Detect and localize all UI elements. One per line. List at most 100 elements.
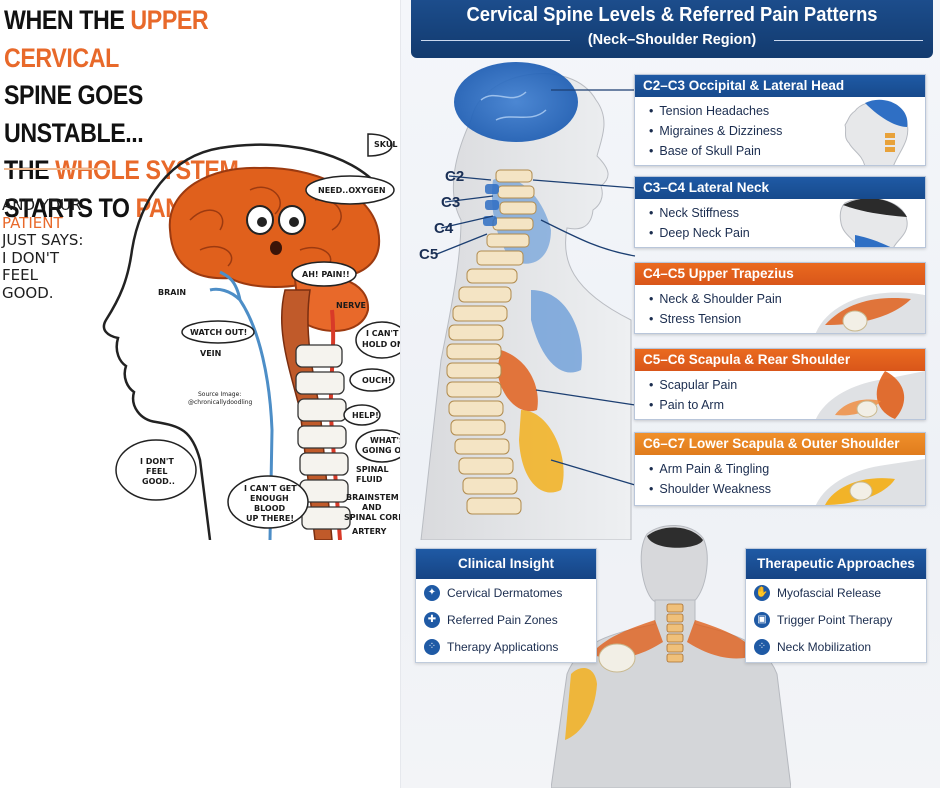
leader-c4-c5	[540, 219, 636, 257]
label-nerve: NERVE	[336, 301, 366, 310]
therapy-item: ⁘Neck Mobilization	[746, 633, 926, 660]
card-item: Base of Skull Pain	[649, 141, 925, 161]
subtitle-row: (Neck–Shoulder Region)	[411, 30, 933, 50]
label-help: HELP!	[352, 411, 379, 420]
bubble-ouch	[349, 368, 395, 392]
leader-c3-c4	[532, 179, 636, 189]
hands-icon: ✋	[754, 584, 770, 601]
title-bar: Cervical Spine Levels & Referred Pain Pa…	[411, 0, 933, 58]
card-title: C5–C6 Scapula & Rear Shoulder	[635, 349, 925, 371]
label-source-1: Source Image:	[198, 391, 241, 398]
label-brainstem-1: BRAINSTEM	[346, 493, 399, 502]
subtext: AND YOUR PATIENT JUST SAYS: I DON'T FEEL…	[2, 196, 84, 302]
scapula-zone-yellow	[519, 410, 564, 493]
spine-anatomy-illustration	[420, 62, 636, 540]
card-item: Shoulder Weakness	[649, 479, 925, 499]
card-title: C2–C3 Occipital & Lateral Head	[635, 75, 925, 97]
card-title: C4–C5 Upper Trapezius	[635, 263, 925, 285]
label-brainstem-2: AND	[362, 503, 382, 512]
leader-c6-c7	[550, 459, 636, 486]
divider	[4, 168, 110, 170]
headline: WHEN THE UPPER CERVICAL SPINE GOES UNSTA…	[4, 5, 239, 223]
outer-shoulder-thumbnail	[816, 459, 925, 505]
label-spinal-fluid-1: SPINAL	[356, 465, 389, 474]
card-item: Deep Neck Pain	[649, 223, 925, 243]
bubble-skull	[367, 133, 393, 157]
bubble-cant-hold	[355, 321, 400, 359]
label-whats-1: WHAT'S	[370, 436, 400, 445]
compass-icon: ✦	[424, 584, 440, 601]
label-cant-hold-1: I CAN'T	[366, 329, 399, 338]
therapeutic-approaches-title: Therapeutic Approaches	[746, 549, 926, 579]
headline-highlight: UPPER CERVICAL	[4, 5, 209, 73]
label-dont-feel-3: GOOD..	[142, 477, 175, 486]
card-item: Arm Pain & Tingling	[649, 459, 925, 479]
card-title: C6–C7 Lower Scapula & Outer Shoulder	[635, 433, 925, 455]
upper-trapezius-thumbnail	[815, 292, 925, 333]
label-brain: BRAIN	[158, 288, 186, 297]
label-blood-1: I CAN'T GET	[244, 484, 297, 493]
card-title: C3–C4 Lateral Neck	[635, 177, 925, 199]
clinical-item: ✦Cervical Dermatomes	[416, 579, 596, 606]
card-c4-c5: C4–C5 Upper Trapezius Neck & Shoulder Pa…	[634, 262, 926, 334]
label-blood-4: UP THERE!	[246, 514, 294, 523]
card-list: Scapular Pain Pain to Arm	[635, 371, 925, 415]
therapy-item: ▣Trigger Point Therapy	[746, 606, 926, 633]
arm-zone	[565, 668, 597, 740]
label-skull: SKUL	[374, 140, 397, 149]
trapezius-zone	[591, 620, 759, 659]
card-list: Arm Pain & Tingling Shoulder Weakness	[635, 455, 925, 499]
cartoon-vertebrae	[295, 344, 351, 530]
bubble-ah-pain	[291, 261, 357, 287]
therapy-item: ✋Myofascial Release	[754, 584, 882, 601]
card-item: Pain to Arm	[649, 395, 925, 415]
subtitle: (Neck–Shoulder Region)	[587, 32, 757, 48]
neck-profile-thumbnail	[839, 199, 908, 247]
level-label-c2: C2	[445, 168, 465, 185]
molecule-icon: ⁘	[424, 638, 440, 655]
lock-icon: ▣	[754, 611, 770, 628]
therapeutic-approaches-panel: Therapeutic Approaches ✋Myofascial Relea…	[745, 548, 927, 663]
scapula-thumbnail	[816, 371, 925, 419]
right-panel: Cervical Spine Levels & Referred Pain Pa…	[400, 0, 940, 788]
level-label-c5: C5	[419, 246, 439, 263]
card-item: Neck Stiffness	[649, 203, 925, 223]
page-title: Cervical Spine Levels & Referred Pain Pa…	[466, 4, 878, 26]
vein	[209, 270, 274, 540]
level-label-c4: C4	[434, 220, 454, 237]
label-spinal-fluid-2: FLUID	[356, 475, 383, 484]
clinical-item: ✚Referred Pain Zones	[416, 606, 596, 633]
label-dont-feel-1: I DON'T	[140, 457, 174, 466]
scapula-zone-orange	[497, 350, 538, 412]
card-item: Migraines & Dizziness	[649, 121, 925, 141]
card-item: Tension Headaches	[649, 101, 925, 121]
card-item: Stress Tension	[649, 309, 925, 329]
subtitle-rule	[774, 39, 924, 41]
head-profile-thumbnail	[844, 99, 909, 165]
bubble-watch-out	[181, 320, 255, 344]
card-item: Scapular Pain	[649, 375, 925, 395]
bubble-whats-going-on	[355, 429, 400, 463]
bubble-help	[343, 404, 381, 426]
label-ah-pain: AH! PAIN!!	[302, 270, 350, 279]
card-list: Neck Stiffness Deep Neck Pain	[635, 199, 925, 243]
label-blood-3: BLOOD	[254, 504, 286, 513]
card-c6-c7: C6–C7 Lower Scapula & Outer Shoulder Arm…	[634, 432, 926, 506]
card-c3-c4: C3–C4 Lateral Neck Neck Stiffness Deep N…	[634, 176, 926, 248]
card-c2-c3: C2–C3 Occipital & Lateral Head Tension H…	[634, 74, 926, 166]
spine-column	[446, 169, 537, 515]
left-panel: WHEN THE UPPER CERVICAL SPINE GOES UNSTA…	[0, 0, 400, 788]
label-dont-feel-2: FEEL	[146, 467, 168, 476]
label-watch-out: WATCH OUT!	[190, 328, 247, 337]
label-need-oxygen: NEED..OXYGEN	[318, 186, 386, 195]
label-whats-2: GOING ON	[362, 446, 400, 455]
leader-c5-c6	[535, 389, 636, 406]
card-list: Neck & Shoulder Pain Stress Tension	[635, 285, 925, 329]
label-brainstem-3: SPINAL CORD	[344, 513, 400, 522]
scapula-zone-blue	[531, 290, 582, 373]
card-item: Neck & Shoulder Pain	[649, 289, 925, 309]
level-label-c3: C3	[441, 194, 461, 211]
bubble-dont-feel-good	[115, 439, 197, 501]
label-ouch: OUCH!	[362, 376, 392, 385]
upper-back-illustration	[551, 524, 791, 788]
